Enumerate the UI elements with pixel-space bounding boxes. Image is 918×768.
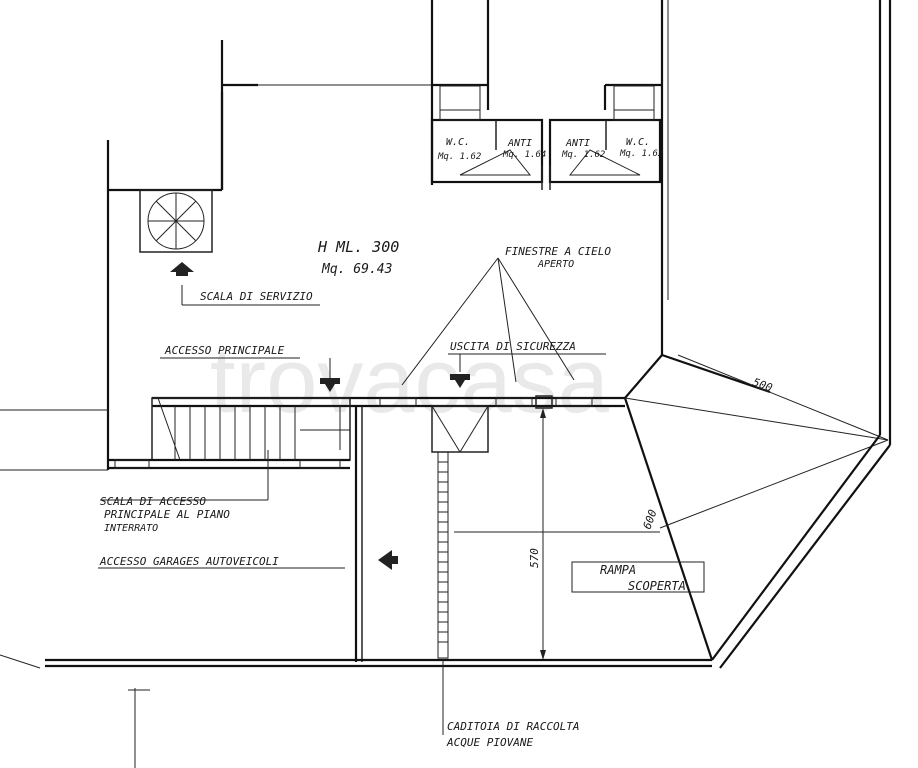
dimensions bbox=[540, 408, 546, 660]
stair-access-label-3: INTERRATO bbox=[104, 523, 158, 534]
room-height: H ML. 300 bbox=[317, 238, 399, 256]
anti-left-area: Mq. 1.64 bbox=[502, 150, 546, 160]
garage-corridor bbox=[354, 406, 449, 662]
wc-left-name: W.C. bbox=[446, 137, 470, 148]
front-wall bbox=[108, 395, 625, 470]
anti-right-name: ANTI bbox=[565, 138, 590, 149]
anti-right-area: Mq. 1.62 bbox=[561, 150, 605, 160]
skylights-label-2: APERTO bbox=[537, 259, 574, 270]
garage-access-label: ACCESSO GARAGES AUTOVEICOLI bbox=[99, 555, 279, 568]
dim-width-top: 500 bbox=[751, 376, 774, 395]
emergency-exit-label: USCITA DI SICUREZZA bbox=[450, 340, 576, 353]
skylight-pointers bbox=[401, 257, 575, 386]
stair-access-label-1: SCALA DI ACCESSO bbox=[100, 495, 206, 508]
street-boundary bbox=[0, 409, 712, 768]
skylights-label-1: FINESTRE A CIELO bbox=[505, 245, 611, 258]
bathrooms bbox=[430, 85, 662, 190]
dim-ramp-len: 570 bbox=[528, 548, 541, 568]
stair-access-label-2: PRINCIPALE AL PIANO bbox=[104, 508, 230, 521]
drain-label-1: CADITOIA DI RACCOLTA bbox=[447, 720, 579, 733]
drain-label-2: ACQUE PIOVANE bbox=[446, 736, 533, 749]
ramp-label-1: RAMPA bbox=[600, 563, 636, 577]
ramp-label-2: SCOPERTA bbox=[628, 579, 686, 593]
spiral-stair bbox=[139, 189, 213, 276]
wc-right-area: Mq. 1.62 bbox=[619, 149, 663, 159]
service-stair-label: SCALA DI SERVIZIO bbox=[200, 290, 313, 303]
dim-diag: 600 bbox=[641, 508, 660, 531]
wc-right-name: W.C. bbox=[626, 137, 650, 148]
room-area: Mq. 69.43 bbox=[321, 262, 392, 277]
wc-left-area: Mq. 1.62 bbox=[437, 152, 481, 162]
anti-left-name: ANTI bbox=[507, 138, 532, 149]
ramp bbox=[454, 0, 892, 669]
main-access-label: ACCESSO PRINCIPALE bbox=[164, 344, 285, 357]
